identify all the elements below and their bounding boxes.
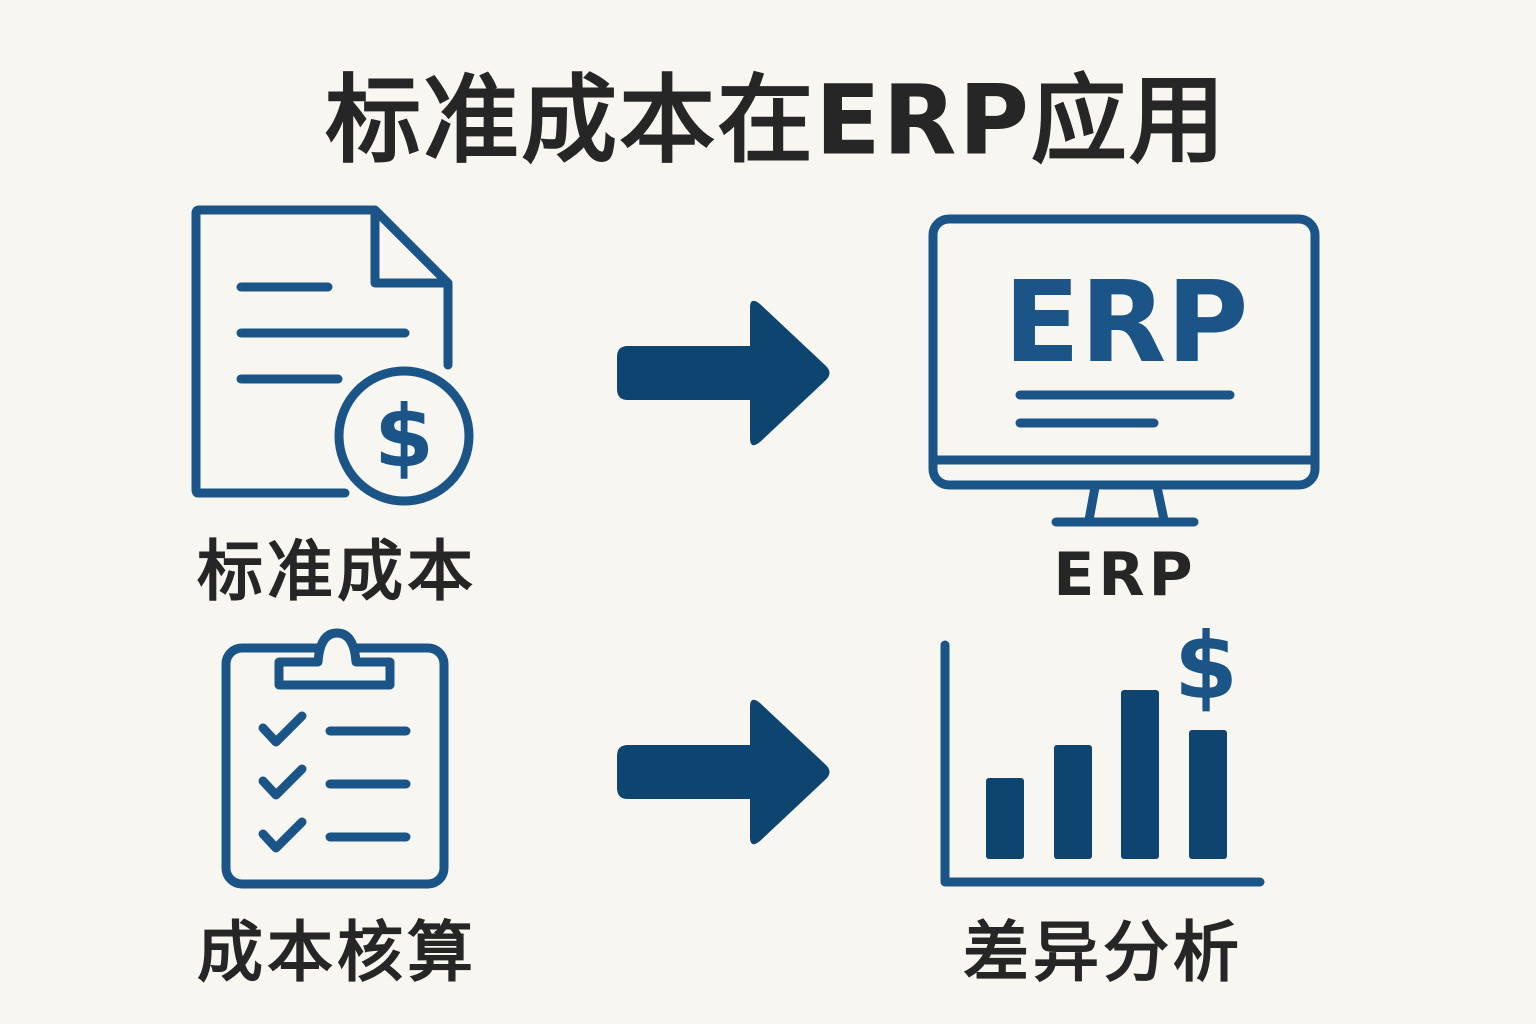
bar: [1189, 730, 1227, 859]
page-title: 标准成本在ERP应用: [325, 64, 1227, 177]
arrow-icon: [617, 300, 830, 446]
label-cost-accounting: 成本核算: [197, 914, 477, 991]
arrow-icon: [617, 699, 830, 845]
dollar-sign: $: [374, 387, 434, 487]
dollar-sign: $: [1174, 613, 1238, 720]
erp-screen-text: ERP: [1004, 258, 1249, 388]
clipboard-checklist-icon: [221, 628, 449, 889]
bar: [1054, 745, 1092, 859]
bar: [986, 778, 1024, 859]
document-dollar-icon: $: [191, 205, 474, 506]
monitor-icon: ERP: [928, 214, 1320, 527]
bar-chart-dollar-icon: $: [940, 613, 1265, 887]
label-erp: ERP: [1053, 540, 1197, 610]
label-variance-analysis: 差异分析: [963, 914, 1243, 991]
label-standard-cost: 标准成本: [197, 533, 477, 610]
bar: [1121, 690, 1159, 859]
